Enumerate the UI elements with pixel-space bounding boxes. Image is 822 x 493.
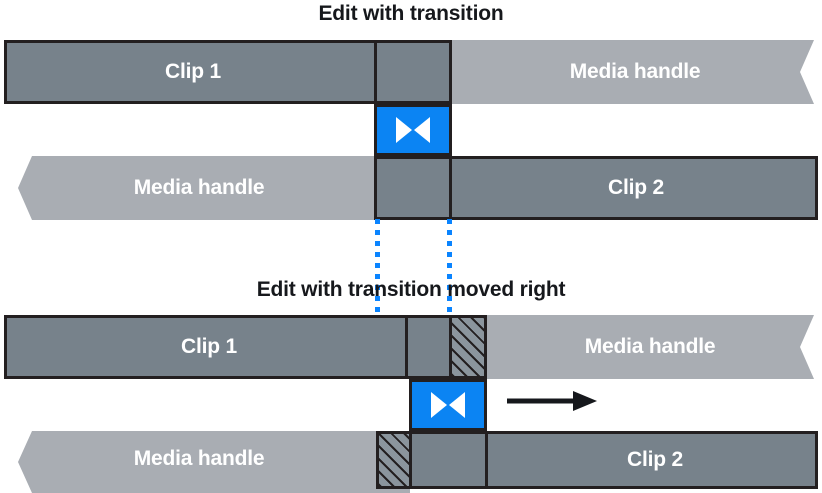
panel-bottom-clip2-transition-end-divider: [485, 431, 488, 489]
panel-bottom-lower-media-handle-ribbon: [18, 431, 410, 493]
panel-top-clip1-label: Clip 1: [165, 60, 221, 83]
panel-bottom-upper-media-handle-ribbon: [484, 315, 814, 379]
panel-top-clip2[interactable]: Clip 2: [374, 156, 818, 220]
panel-top-title: Edit with transition: [318, 2, 504, 25]
panel-top-upper-media-handle-label: Media handle: [569, 60, 701, 83]
panel-bottom-clip2[interactable]: Clip 2: [376, 431, 818, 489]
panel-top-upper-media-handle-ribbon: [448, 40, 814, 104]
panel-top-lower-media-handle-label: Media handle: [133, 176, 265, 199]
panel-bottom-upper-media-handle-label-box: Media handle: [500, 315, 800, 379]
transition-bowtie-icon: [396, 117, 430, 143]
panel-top-clip1-transition-start-divider: [374, 40, 377, 104]
panel-top-upper-media-handle-label-box: Media handle: [470, 40, 800, 104]
panel-bottom-transition-block[interactable]: [409, 379, 487, 431]
panel-bottom-clip1[interactable]: Clip 1: [4, 315, 452, 379]
panel-bottom-clip1-old-transition-divider: [405, 315, 408, 379]
panel-bottom-lower-media-handle-label-box: Media handle: [24, 431, 374, 487]
panel-bottom-upper-media-handle-label: Media handle: [584, 335, 716, 358]
panel-top-clip1[interactable]: Clip 1: [4, 40, 452, 104]
panel-top-lower-media-handle-label-box: Media handle: [24, 156, 374, 220]
panel-bottom-clip1-hatched-region: [449, 315, 487, 379]
guide-line-right: [447, 219, 452, 323]
panel-top-clip2-transition-end-divider: [449, 156, 452, 220]
arrow-right-icon: [507, 391, 597, 411]
panel-bottom-clip2-hatched-region: [376, 431, 412, 489]
panel-top-clip2-label: Clip 2: [608, 176, 664, 199]
panel-bottom-clip1-label: Clip 1: [181, 335, 237, 358]
panel-bottom-title: Edit with transition moved right: [256, 278, 566, 301]
guide-line-left: [375, 219, 380, 323]
transition-bowtie-icon: [431, 392, 465, 418]
panel-top-transition-block[interactable]: [374, 104, 452, 156]
panel-bottom-lower-media-handle-label: Media handle: [133, 447, 265, 470]
panel-top-lower-media-handle-ribbon: [18, 156, 438, 220]
panel-bottom-clip2-label: Clip 2: [627, 448, 683, 471]
